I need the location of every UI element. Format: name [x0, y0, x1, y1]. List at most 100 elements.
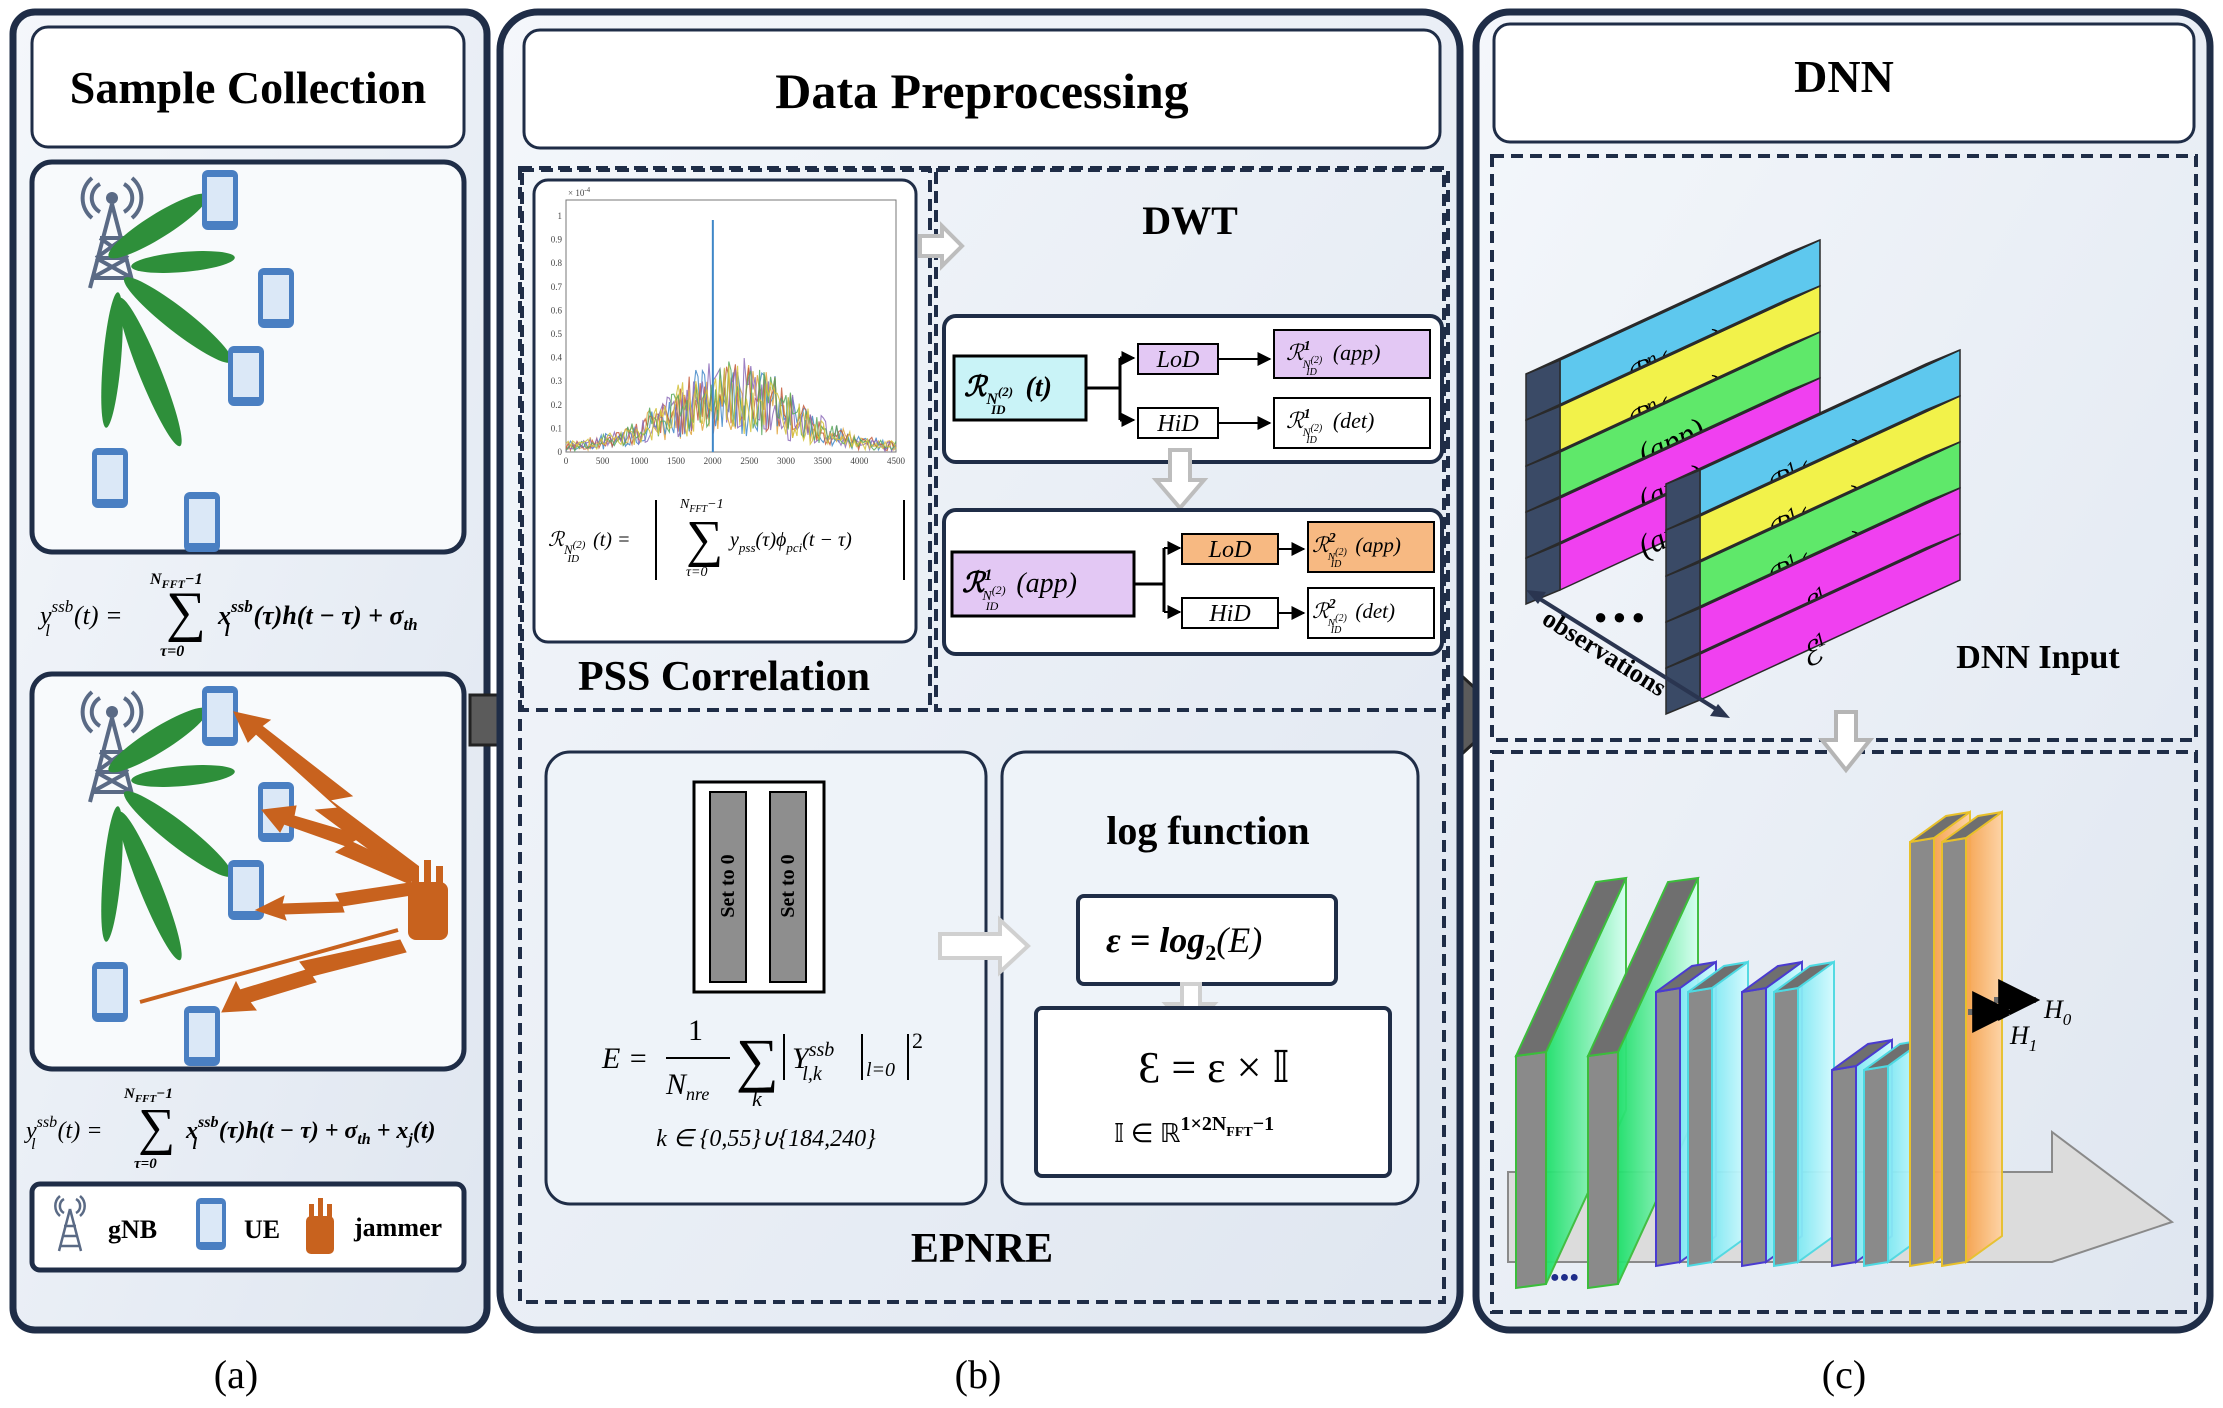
- svg-text:Ɛ = ε × 𝕀: Ɛ = ε × 𝕀: [1138, 1043, 1289, 1092]
- ue-phone-icon: [184, 1006, 220, 1066]
- dnn-layer: [1687, 960, 1749, 1268]
- dnn-layer: [1941, 810, 2003, 1268]
- net-dots: ●●●: [1550, 1269, 1579, 1286]
- svg-text:0.3: 0.3: [551, 376, 563, 386]
- svg-text:H1: H1: [2009, 1021, 2037, 1055]
- arrow-epnre-log: [938, 915, 1031, 977]
- svg-text:ℛN(2)ID(t): ℛN(2)ID(t): [964, 372, 1052, 417]
- input-feature-layer: ℰ1: [1665, 532, 1961, 716]
- svg-text:ℛN(2)ID(t) =: ℛN(2)ID(t) =: [548, 529, 630, 565]
- beams-clean: [101, 193, 235, 447]
- ue-phone-icon: [228, 346, 264, 406]
- svg-text:ypss(τ)ϕpci(t − τ): ypss(τ)ϕpci(t − τ): [728, 529, 852, 555]
- svg-text:ℛ2N(2)ID(app): ℛ2N(2)ID(app): [1312, 531, 1401, 570]
- svg-text:∑: ∑: [686, 511, 723, 568]
- jammer-icon: [408, 860, 448, 940]
- ue-phone-icon: [202, 170, 238, 230]
- svg-text:0.8: 0.8: [551, 258, 563, 268]
- svg-text:LoD: LoD: [1156, 347, 1200, 373]
- svg-text:3500: 3500: [814, 456, 833, 466]
- svg-text:NFFT−1: NFFT−1: [149, 571, 203, 591]
- svg-text:500: 500: [596, 456, 610, 466]
- svg-text:1500: 1500: [667, 456, 686, 466]
- ue-group-jammed: [92, 686, 294, 1066]
- input-feature-layer: ℰ1: [1665, 486, 1961, 670]
- dnn-input-stack: ℛη0(app)ℛη1(app)(app)(app)(app)ℛ10(app)ℛ…: [1525, 238, 1961, 716]
- panel-b: Data Preprocessing × 10-410.90.80.70.60.…: [496, 8, 1464, 1334]
- svg-text:∑: ∑: [138, 1099, 175, 1156]
- svg-text:HiD: HiD: [1208, 601, 1250, 627]
- svg-text:2000: 2000: [704, 456, 723, 466]
- svg-text:ε = log2(E): ε = log2(E): [1106, 920, 1262, 965]
- jammer-signals: [139, 711, 419, 1013]
- ue-phone-icon: [92, 448, 128, 508]
- ue-phone-icon: [92, 962, 128, 1022]
- legend-box: [29, 1181, 467, 1273]
- caption-a: (a): [214, 1352, 258, 1397]
- legend-gnb-label: gNB: [108, 1215, 157, 1244]
- svg-text:3000: 3000: [777, 456, 796, 466]
- svg-text:H0: H0: [2043, 995, 2072, 1029]
- svg-text:0.6: 0.6: [551, 305, 563, 315]
- svg-text:2: 2: [912, 1028, 923, 1053]
- legend-ue-icon: [196, 1198, 226, 1250]
- svg-text:1: 1: [558, 211, 563, 221]
- obs-dots: ● ● ●: [1594, 604, 1645, 629]
- svg-text:𝕀 ∈ ℝ1×2NFFT−1: 𝕀 ∈ ℝ1×2NFFT−1: [1114, 1113, 1274, 1148]
- ue-group-clean: [92, 170, 294, 552]
- svg-text:0.2: 0.2: [551, 400, 562, 410]
- arrow-input-net: [1817, 710, 1875, 774]
- svg-text:0: 0: [564, 456, 569, 466]
- epnre-label: EPNRE: [911, 1226, 1053, 1272]
- svg-text:k ∈ {0,55}∪{184,240}: k ∈ {0,55}∪{184,240}: [656, 1126, 876, 1152]
- svg-text:ℛ2N(2)ID(det): ℛ2N(2)ID(det): [1312, 597, 1395, 636]
- panel-a-title: Sample Collection: [70, 62, 426, 113]
- svg-text:0.4: 0.4: [551, 353, 563, 363]
- svg-text:Nnre: Nnre: [665, 1068, 709, 1104]
- panel-c: DNN ℛη0(app)ℛη1(app)(app)(app)(app)ℛ10(a…: [1472, 8, 2214, 1334]
- ue-phone-icon: [202, 686, 238, 746]
- svg-text:ℛ1N(2)ID(app): ℛ1N(2)ID(app): [962, 567, 1077, 613]
- legend-gnb-icon: [54, 1195, 86, 1252]
- dnn-input-label: DNN Input: [1956, 639, 2120, 676]
- dnn-layer: [1773, 960, 1835, 1268]
- ue-phone-icon: [258, 268, 294, 328]
- legend-jammer-icon: [306, 1198, 334, 1254]
- legend-ue-label: UE: [244, 1215, 280, 1244]
- ue-phone-icon: [184, 492, 220, 552]
- svg-text:4500: 4500: [887, 456, 906, 466]
- svg-text:τ=0: τ=0: [160, 643, 184, 660]
- caption-b: (b): [955, 1352, 1002, 1397]
- legend-jammer-label: jammer: [353, 1213, 442, 1242]
- svg-text:ℛ1N(2)ID(app): ℛ1N(2)ID(app): [1286, 339, 1380, 378]
- svg-text:HiD: HiD: [1156, 411, 1198, 437]
- svg-text:0: 0: [558, 447, 563, 457]
- svg-text:NFFT−1: NFFT−1: [123, 1086, 173, 1105]
- svg-text:0.7: 0.7: [551, 282, 563, 292]
- dnn-layers: [1514, 810, 2003, 1290]
- caption-c: (c): [1822, 1352, 1866, 1397]
- pss-label: PSS Correlation: [578, 654, 870, 700]
- svg-text:1000: 1000: [630, 456, 649, 466]
- dwt-title: DWT: [1142, 198, 1238, 243]
- svg-text:0.5: 0.5: [551, 329, 563, 339]
- svg-text:2500: 2500: [740, 456, 759, 466]
- svg-text:4000: 4000: [850, 456, 869, 466]
- arrow-dwt-level: [1151, 448, 1209, 512]
- ue-phone-icon: [228, 860, 264, 920]
- svg-text:k: k: [752, 1086, 763, 1111]
- log-title: log function: [1106, 808, 1309, 853]
- svg-text:NFFT−1: NFFT−1: [679, 497, 724, 515]
- svg-text:ℛ1N(2)ID(det): ℛ1N(2)ID(det): [1286, 407, 1374, 446]
- panel-b-title: Data Preprocessing: [775, 63, 1188, 119]
